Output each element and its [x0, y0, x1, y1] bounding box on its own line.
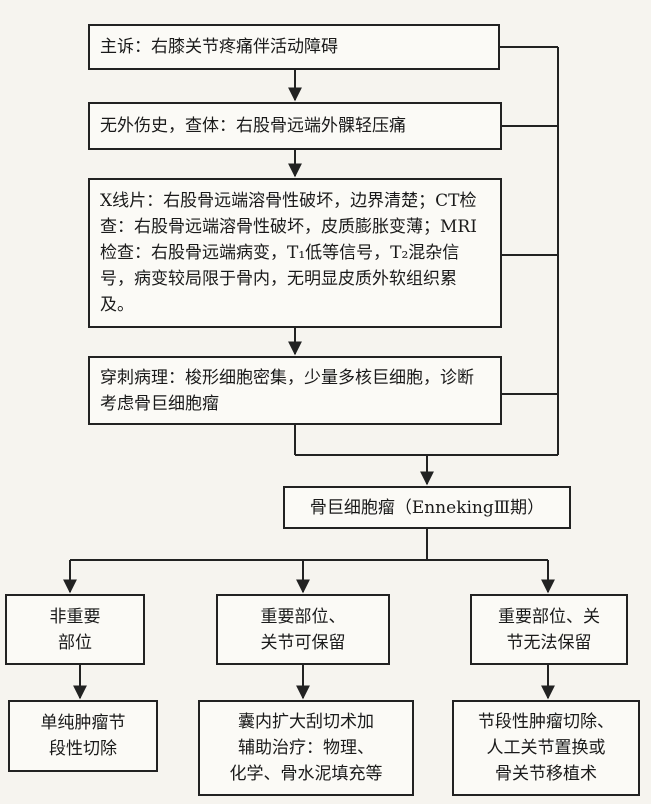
treat-joint-replacement-box: 节段性肿瘤切除、 人工关节置换或 骨关节移植术	[452, 700, 640, 796]
complaint-text: 主诉：右膝关节疼痛伴活动障碍	[100, 37, 338, 57]
treat-curettage-text: 囊内扩大刮切术加 辅助治疗：物理、 化学、骨水泥填充等	[229, 712, 383, 784]
treat-curettage-box: 囊内扩大刮切术加 辅助治疗：物理、 化学、骨水泥填充等	[198, 700, 414, 796]
imaging-text: X线片：右股骨远端溶骨性破坏，边界清楚；CT检查：右股骨远端溶骨性破坏，皮质膨胀…	[100, 191, 477, 315]
history-text: 无外伤史，查体：右股骨远端外髁轻压痛	[100, 116, 406, 136]
site-joint-not-preservable-text: 重要部位、关 节无法保留	[498, 606, 600, 653]
biopsy-box: 穿刺病理：梭形细胞密集，少量多核巨细胞，诊断考虑骨巨细胞瘤	[88, 356, 502, 425]
diagnosis-text: 骨巨细胞瘤（EnnekingⅢ期）	[309, 497, 545, 518]
treat-segmental-resection-text: 单纯肿瘤节 段性切除	[40, 713, 126, 759]
site-nonimportant-box: 非重要 部位	[5, 594, 145, 665]
diagnosis-box: 骨巨细胞瘤（EnnekingⅢ期）	[283, 486, 571, 529]
site-joint-not-preservable-box: 重要部位、关 节无法保留	[470, 594, 628, 665]
biopsy-text: 穿刺病理：梭形细胞密集，少量多核巨细胞，诊断考虑骨巨细胞瘤	[100, 367, 474, 414]
treat-segmental-resection-box: 单纯肿瘤节 段性切除	[8, 700, 158, 772]
site-joint-preservable-box: 重要部位、 关节可保留	[216, 594, 390, 665]
complaint-box: 主诉：右膝关节疼痛伴活动障碍	[88, 24, 500, 70]
imaging-box: X线片：右股骨远端溶骨性破坏，边界清楚；CT检查：右股骨远端溶骨性破坏，皮质膨胀…	[88, 178, 502, 328]
treat-joint-replacement-text: 节段性肿瘤切除、 人工关节置换或 骨关节移植术	[478, 712, 614, 784]
history-box: 无外伤史，查体：右股骨远端外髁轻压痛	[88, 102, 502, 150]
site-joint-preservable-text: 重要部位、 关节可保留	[260, 606, 346, 653]
site-nonimportant-text: 非重要 部位	[49, 606, 101, 653]
